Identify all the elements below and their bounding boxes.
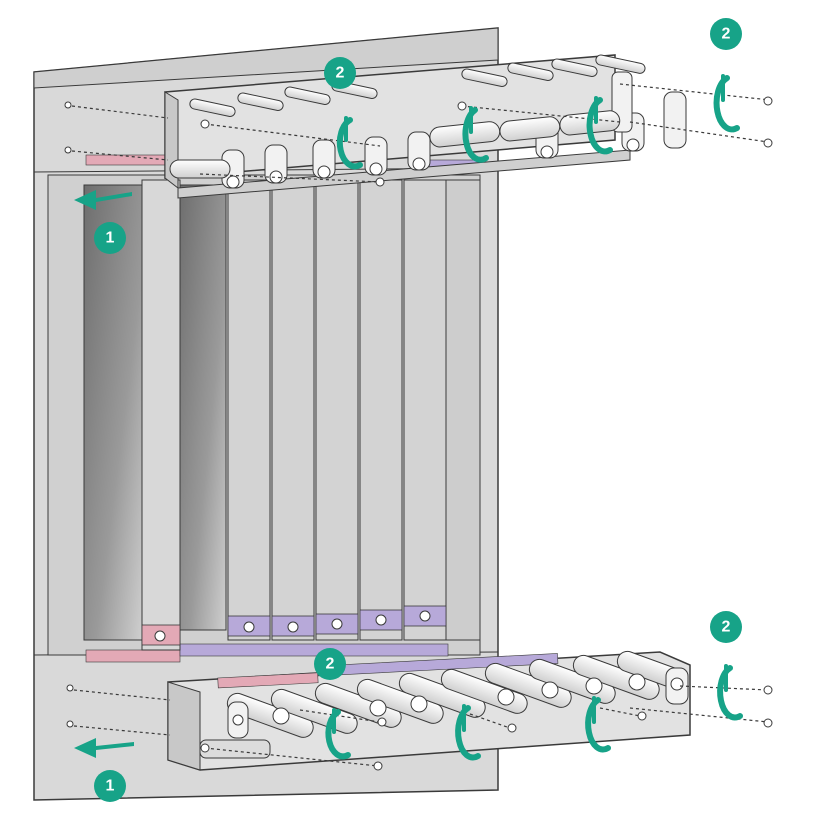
step-badge-2-top-center: 2	[324, 57, 356, 89]
svg-text:2: 2	[722, 619, 731, 636]
chassis-mount-holes	[64, 101, 74, 728]
step-badge-2-bottom-center: 2	[314, 648, 346, 680]
rotate-screw-icon	[325, 74, 743, 761]
installed-cards	[141, 179, 481, 651]
top-tray-hooks	[221, 71, 687, 189]
step-badge-1-bottom: 1	[94, 770, 126, 802]
step-badge-1-top: 1	[94, 222, 126, 254]
step-badge-2-top-right: 2	[710, 18, 742, 50]
svg-text:2: 2	[326, 656, 335, 673]
screw-alignment-lines	[71, 83, 771, 767]
svg-text:1: 1	[106, 778, 115, 795]
top-tray-pins	[189, 54, 646, 118]
screw-icon	[200, 96, 773, 771]
empty-slots	[83, 184, 227, 641]
svg-text:2: 2	[336, 65, 345, 82]
step-badge-2-bottom-right: 2	[710, 611, 742, 643]
svg-text:2: 2	[722, 26, 731, 43]
card-screws	[141, 605, 447, 646]
insert-arrow-icon	[74, 190, 134, 758]
svg-text:1: 1	[106, 230, 115, 247]
bottom-tray-hooks	[199, 667, 689, 759]
